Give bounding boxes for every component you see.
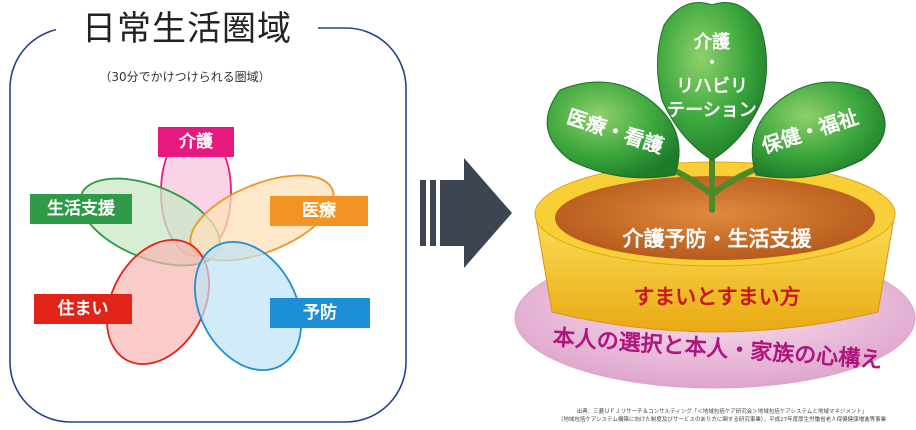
left-leaf xyxy=(546,81,680,179)
yobo-petal xyxy=(194,240,302,372)
center-leaf-text-3: テーション xyxy=(667,100,757,121)
sumai-label: 住まい xyxy=(34,294,132,324)
soil-text: 介護予防・生活支援 xyxy=(622,227,813,251)
kaigo-label: 介護 xyxy=(158,127,234,157)
source-line-1: 出典：三菱ＵＦＪリサーチ＆コンサルティング「＜地域包括ケア研究会＞地域包括ケアシ… xyxy=(576,409,868,415)
source-note: 出典：三菱ＵＦＪリサーチ＆コンサルティング「＜地域包括ケア研究会＞地域包括ケアシ… xyxy=(532,408,912,424)
area-subtitle: （30分でかけつけられる圏域） xyxy=(99,70,271,84)
center-leaf-text-1: 介護 xyxy=(693,31,731,53)
center-leaf-text-2: リハビリ xyxy=(676,76,748,97)
center-leaf-dot: ・ xyxy=(704,53,720,72)
iryo-label: 医療 xyxy=(270,196,368,226)
source-line-2: （地域包括ケアシステム構築に向けた制度及びサービスのあり方に関する研究事業），平… xyxy=(557,417,887,423)
soil-shape xyxy=(555,176,875,260)
sumai-petal xyxy=(106,238,210,366)
right-leaf xyxy=(751,81,886,179)
center-leaf xyxy=(656,2,768,161)
yobo-label: 予防 xyxy=(270,298,370,328)
right-arrow-icon xyxy=(420,158,512,268)
pot-text: すまいとすまい方 xyxy=(633,285,800,309)
seikatsu-shien-label: 生活支援 xyxy=(30,194,132,224)
area-title: 日常生活圏域 xyxy=(56,6,318,52)
